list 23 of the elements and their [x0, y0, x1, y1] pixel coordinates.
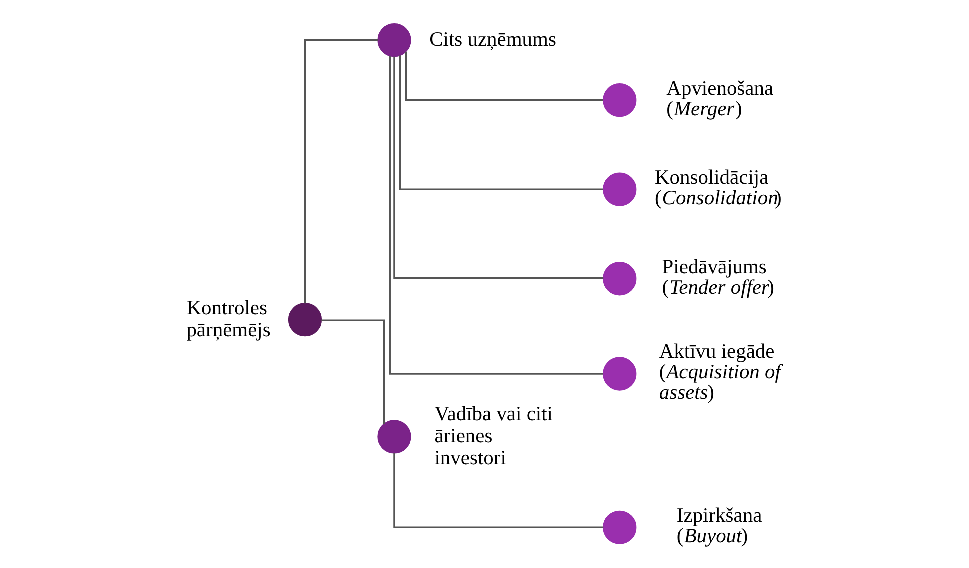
node-circle — [603, 262, 637, 296]
connector — [394, 56, 604, 280]
node-label: Apvienošana (Merger) — [666, 78, 774, 120]
node-circle — [603, 357, 637, 391]
node-circle — [603, 172, 637, 206]
node-label: Izpirkšana (Buyout) — [676, 505, 762, 548]
node-label: Konsolidācija (Consolidation) — [654, 167, 782, 210]
node-label: Aktīvu iegāde (Acquisition of assets) — [659, 341, 781, 404]
connector — [405, 52, 604, 102]
node-circle — [378, 24, 412, 58]
node-label: Cits uzņēmums — [430, 28, 556, 51]
connector — [394, 453, 604, 529]
node-circle — [603, 510, 637, 544]
node-label: Vadība vai citi ārienes investori — [434, 403, 553, 470]
node-circle — [603, 84, 637, 118]
connector — [304, 39, 378, 304]
connector — [389, 56, 604, 375]
node-label: Piedāvājums (Tender offer) — [662, 256, 774, 299]
connector — [322, 320, 386, 424]
node-circle — [378, 420, 412, 454]
node-circle — [288, 303, 322, 337]
node-label: Kontroles pārņēmējs — [186, 297, 271, 342]
connector — [399, 56, 604, 190]
